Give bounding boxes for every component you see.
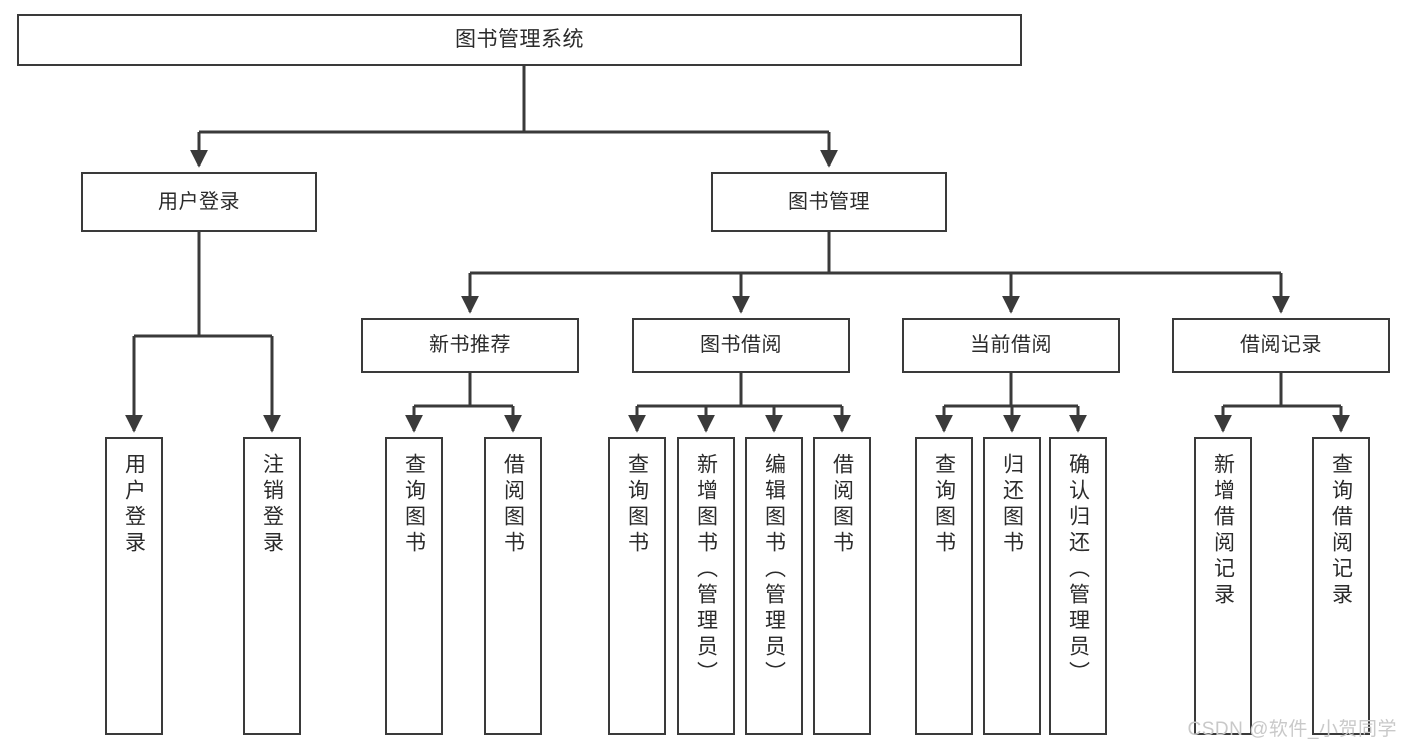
node-new-book-recommend-label: 新书推荐: [429, 334, 511, 357]
node-borrow-record-label: 借阅记录: [1240, 334, 1322, 357]
node-book-management[interactable]: 图书管理: [711, 172, 947, 232]
leaf-node-label: 编辑图书（管理员）: [762, 453, 786, 687]
node-new-book-recommend[interactable]: 新书推荐: [361, 318, 579, 373]
node-borrow-record[interactable]: 借阅记录: [1172, 318, 1390, 373]
watermark: CSDN @软件_小贺同学: [1187, 719, 1397, 740]
leaf-node-label: 借阅图书: [830, 453, 854, 557]
node-root[interactable]: 图书管理系统: [17, 14, 1022, 66]
leaf-node-label: 新增图书（管理员）: [694, 453, 718, 687]
leaf-node-label: 借阅图书: [501, 453, 525, 557]
leaf-node-label: 用户登录: [122, 453, 146, 557]
leaf-node[interactable]: 确认归还（管理员）: [1049, 437, 1107, 735]
leaf-node[interactable]: 归还图书: [983, 437, 1041, 735]
leaf-node-label: 查询图书: [932, 453, 956, 557]
leaf-node-label: 注销登录: [260, 453, 284, 557]
node-current-borrow[interactable]: 当前借阅: [902, 318, 1120, 373]
leaf-node[interactable]: 注销登录: [243, 437, 301, 735]
leaf-node-label: 查询图书: [625, 453, 649, 557]
leaf-node-label: 新增借阅记录: [1211, 453, 1235, 609]
node-book-borrow[interactable]: 图书借阅: [632, 318, 850, 373]
leaf-node[interactable]: 查询图书: [915, 437, 973, 735]
leaf-node-label: 确认归还（管理员）: [1066, 453, 1090, 687]
leaf-node[interactable]: 新增图书（管理员）: [677, 437, 735, 735]
node-user-login-label: 用户登录: [158, 190, 240, 213]
node-root-label: 图书管理系统: [455, 28, 584, 52]
node-user-login[interactable]: 用户登录: [81, 172, 317, 232]
leaf-node-label: 归还图书: [1000, 453, 1024, 557]
leaf-node[interactable]: 新增借阅记录: [1194, 437, 1252, 735]
leaf-node[interactable]: 编辑图书（管理员）: [745, 437, 803, 735]
node-book-borrow-label: 图书借阅: [700, 334, 782, 357]
leaf-node[interactable]: 用户登录: [105, 437, 163, 735]
leaf-node-label: 查询借阅记录: [1329, 453, 1353, 609]
leaf-node[interactable]: 借阅图书: [813, 437, 871, 735]
leaf-node[interactable]: 查询图书: [608, 437, 666, 735]
node-current-borrow-label: 当前借阅: [970, 334, 1052, 357]
leaf-node[interactable]: 借阅图书: [484, 437, 542, 735]
leaf-node[interactable]: 查询借阅记录: [1312, 437, 1370, 735]
leaf-node[interactable]: 查询图书: [385, 437, 443, 735]
leaf-node-label: 查询图书: [402, 453, 426, 557]
node-book-management-label: 图书管理: [788, 190, 870, 213]
